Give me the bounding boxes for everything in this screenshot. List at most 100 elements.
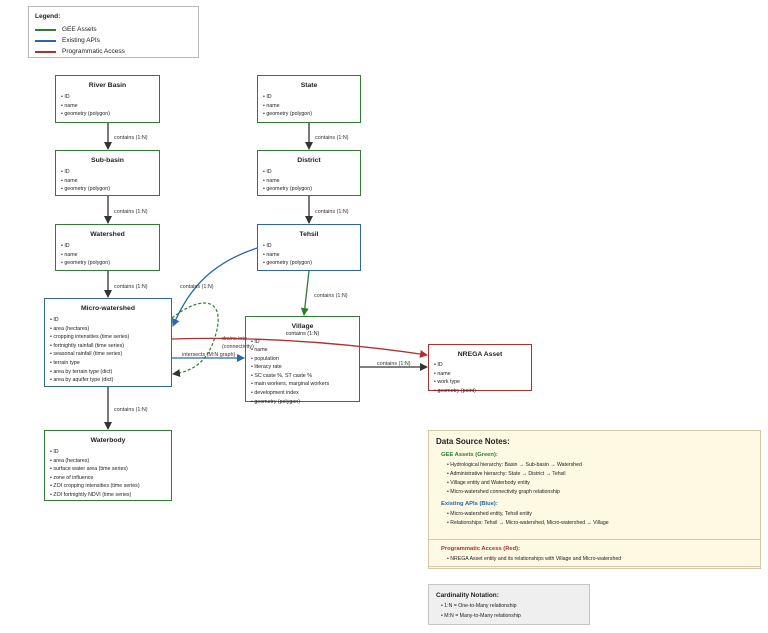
entity-title: NREGA Asset xyxy=(457,351,503,358)
attribute: area by aquifer type (dict) xyxy=(50,376,171,385)
attribute: SC caste %, ST caste % xyxy=(251,372,359,381)
legend-label: Existing APIs xyxy=(62,37,100,44)
attribute: ID xyxy=(263,168,360,177)
edge-tehsil-micro-watershed xyxy=(171,247,258,327)
attribute: population xyxy=(251,355,359,364)
attribute: main workers, marginal workers xyxy=(251,380,359,389)
legend-label: Programmatic Access xyxy=(62,48,125,55)
attribute: area (hectares) xyxy=(50,457,171,466)
attribute: geometry (polygon) xyxy=(61,185,159,194)
legend-title: Legend: xyxy=(35,13,61,20)
notes-title: Data Source Notes: xyxy=(436,437,510,446)
attribute: ID xyxy=(50,448,171,457)
entity-title: Micro-watershed xyxy=(80,305,135,312)
edge-label: contains (1:N) xyxy=(114,407,148,413)
entity-tehsil[interactable]: Tehsil ID name geometry (polygon) xyxy=(257,224,361,271)
entity-river-basin[interactable]: River Basin ID name geometry (polygon) xyxy=(55,75,160,123)
attribute: work type xyxy=(434,378,531,387)
attribute: geometry (polygon) xyxy=(263,259,360,268)
edge-label: contains (1:N) xyxy=(315,209,349,215)
attribute: fortnightly rainfall (time series) xyxy=(50,342,171,351)
list-item: M:N = Many-to-Many relationship xyxy=(441,613,521,619)
edge-label: contains (1:N) xyxy=(114,284,148,290)
attribute: geometry (polygon) xyxy=(251,398,359,407)
attribute: name xyxy=(263,251,360,260)
entity-village[interactable]: Village contains (1:N) ID name populatio… xyxy=(245,316,360,405)
entity-watershed[interactable]: Watershed ID name geometry (polygon) xyxy=(55,224,160,271)
attribute: name xyxy=(61,102,159,111)
attribute: geometry (point) xyxy=(434,387,531,396)
entity-title: District xyxy=(297,157,321,164)
edge-label: contains (1:N) xyxy=(315,135,349,141)
entity-title: Waterbody xyxy=(90,437,126,444)
attribute: geometry (polygon) xyxy=(263,185,360,194)
attribute-list: ID name geometry (polygon) xyxy=(56,242,159,268)
edge-label: contains (1:N) xyxy=(314,293,348,299)
list-item: Village entity and Waterbody entity xyxy=(447,480,530,486)
edge-label: contains (1:N) xyxy=(114,135,148,141)
attribute: geometry (polygon) xyxy=(61,110,159,119)
entity-title: State xyxy=(300,82,318,89)
list-item: Hydrological hierarchy: Basin → Sub-basi… xyxy=(447,462,582,468)
notes-prog-heading: Programmatic Access (Red): xyxy=(441,546,521,552)
attribute: name xyxy=(263,102,360,111)
entity-state[interactable]: State ID name geometry (polygon) xyxy=(257,75,361,123)
edge-label: contains (1:N) xyxy=(114,209,148,215)
legend: Legend: GEE Assets Existing APIs Program… xyxy=(28,6,199,58)
attribute: ID xyxy=(263,93,360,102)
cardinality-title: Cardinality Notation: xyxy=(436,592,499,599)
entity-micro-watershed[interactable]: Micro-watershed ID area (hectares) cropp… xyxy=(44,298,172,387)
entity-district[interactable]: District ID name geometry (polygon) xyxy=(257,150,361,196)
attribute: ID xyxy=(434,361,531,370)
attribute: name xyxy=(434,370,531,379)
legend-swatch-blue xyxy=(35,40,56,42)
attribute: geometry (polygon) xyxy=(61,259,159,268)
attribute-list: ID name geometry (polygon) xyxy=(258,242,360,268)
attribute: name xyxy=(263,177,360,186)
legend-item-apis: Existing APIs xyxy=(35,36,195,45)
legend-swatch-green xyxy=(35,29,56,31)
attribute: seasonal rainfall (time series) xyxy=(50,350,171,359)
list-item: Micro-watershed entity, Tehsil entity xyxy=(447,511,532,517)
attribute-list: ID area (hectares) surface water area (t… xyxy=(45,448,171,500)
edge-label: contains (1:N) xyxy=(180,284,214,290)
entity-nrega-asset[interactable]: NREGA Asset ID name work type geometry (… xyxy=(428,344,532,394)
list-item: Administrative hierarchy: State → Distri… xyxy=(447,471,566,477)
entity-title: Watershed xyxy=(90,231,125,238)
entity-waterbody[interactable]: Waterbody ID area (hectares) surface wat… xyxy=(44,430,172,501)
entity-title: Tehsil xyxy=(299,231,319,238)
entity-title: Sub-basin xyxy=(91,157,124,164)
attribute: ID xyxy=(61,242,159,251)
list-item: NREGA Asset entity and its relationships… xyxy=(447,556,621,562)
attribute: name xyxy=(251,346,359,355)
entity-title: Village xyxy=(291,323,314,330)
edge-label: (connectivity) xyxy=(222,344,254,350)
attribute-list: ID name geometry (polygon) xyxy=(56,93,159,119)
attribute-list: ID name work type geometry (point) xyxy=(429,361,531,395)
entity-title: River Basin xyxy=(88,82,127,89)
entity-sub-basin[interactable]: Sub-basin ID name geometry (polygon) xyxy=(55,150,160,196)
attribute: name xyxy=(61,177,159,186)
attribute: area by terrain type (dict) xyxy=(50,368,171,377)
attribute-list: ID name geometry (polygon) xyxy=(258,168,360,194)
attribute: terrain type xyxy=(50,359,171,368)
edge-micro-watershed-nrega-asset xyxy=(171,337,428,358)
attribute: area (hectares) xyxy=(50,325,171,334)
notes-gee-heading: GEE Assets (Green): xyxy=(441,452,498,458)
attribute: ID xyxy=(61,93,159,102)
attribute: ID xyxy=(251,338,359,347)
legend-label: GEE Assets xyxy=(62,26,97,33)
attribute: name xyxy=(61,251,159,260)
attribute-list: ID name geometry (polygon) xyxy=(258,93,360,119)
edge-label: contains (1:N) xyxy=(377,361,411,367)
entity-subtitle: contains (1:N) xyxy=(285,330,320,337)
attribute: zone of influence xyxy=(50,474,171,483)
notes-api-heading: Existing APIs (Blue): xyxy=(441,501,498,507)
legend-item-programmatic: Programmatic Access xyxy=(35,47,195,56)
legend-swatch-red xyxy=(35,51,56,53)
list-item: Micro-watershed connectivity graph relat… xyxy=(447,489,560,495)
legend-item-gee: GEE Assets xyxy=(35,25,195,34)
programmatic-access-note: Programmatic Access (Red): NREGA Asset e… xyxy=(428,539,761,567)
attribute: ZOI cropping intensities (time series) xyxy=(50,482,171,491)
